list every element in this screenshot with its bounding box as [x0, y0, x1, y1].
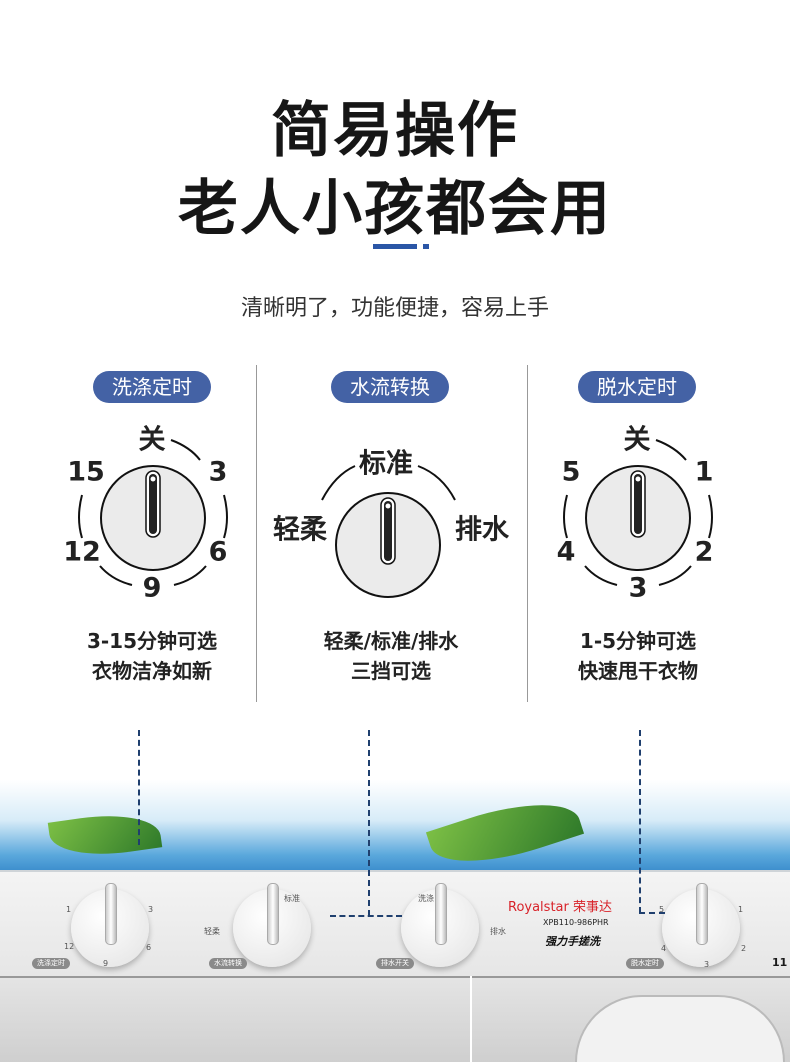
- accent-dot: [423, 244, 429, 249]
- dial-label-5: 5: [561, 456, 581, 488]
- knob-number: 4: [661, 944, 667, 953]
- dial-label-off: 关: [138, 424, 166, 456]
- water-flow-knob: [233, 883, 311, 967]
- dial-label-off: 关: [623, 424, 651, 456]
- wash-timer-knob: [71, 883, 149, 967]
- column-divider: [256, 365, 257, 702]
- model-number: XPB110-986PHR: [543, 918, 609, 927]
- panel-tag-wash-timer: 洗涤定时: [32, 958, 70, 969]
- accent-bar: [373, 244, 417, 249]
- knob-number: 9: [103, 959, 109, 968]
- knob-label: 排水: [490, 927, 506, 936]
- dial-label-12: 12: [63, 536, 101, 568]
- knob-label: 轻柔: [204, 927, 220, 936]
- dial-label-standard: 标准: [359, 448, 413, 480]
- panel-tag-spin-timer: 脱水定时: [626, 958, 664, 969]
- spin-desc-line1: 1-5分钟可选: [579, 629, 697, 653]
- wash-desc-line1: 3-15分钟可选: [86, 629, 218, 653]
- knob-number: 1: [738, 905, 744, 914]
- dial-label-6: 6: [208, 536, 228, 568]
- wash-desc-line2: 衣物洁净如新: [92, 659, 212, 683]
- pointer-line: [368, 730, 370, 916]
- water-flow-dial: [335, 492, 441, 598]
- subtitle: 清晰明了，功能便捷，容易上手: [240, 296, 549, 321]
- spin-desc-line2: 快速甩干衣物: [578, 659, 698, 683]
- dial-label-gentle: 轻柔: [273, 514, 327, 546]
- flow-desc-line1: 轻柔/标准/排水: [323, 629, 459, 653]
- dial-label-3: 3: [208, 456, 228, 488]
- drain-knob: [401, 883, 479, 967]
- dial-label-3: 3: [628, 572, 648, 604]
- dial-label-4: 4: [556, 536, 576, 568]
- knob-number: 3: [704, 960, 710, 969]
- knob-label: 洗涤: [418, 894, 434, 903]
- spin-timer-dial: [585, 465, 691, 571]
- panel-tag-drain: 排水开关: [376, 958, 414, 969]
- knob-number: 5: [659, 905, 665, 914]
- flow-desc-line2: 三挡可选: [351, 659, 431, 683]
- dial-label-2: 2: [694, 536, 714, 568]
- knob-number: 1: [66, 905, 72, 914]
- lid-opening: [575, 995, 785, 1062]
- column-divider: [527, 365, 528, 702]
- title-line2: 老人小孩都会用: [178, 174, 612, 244]
- knob-number: 12: [64, 942, 75, 951]
- pointer-line: [330, 915, 402, 917]
- panel-tag-water-flow: 水流转换: [209, 958, 247, 969]
- machine-lid-left: [0, 976, 470, 1062]
- title-line1: 简易操作: [271, 96, 519, 166]
- knob-label: 标准: [284, 894, 300, 903]
- pointer-line: [639, 912, 665, 914]
- edge-text: 11: [772, 956, 788, 969]
- water-flow-pill: 水流转换: [331, 371, 449, 403]
- wash-timer-dial: [100, 465, 206, 571]
- pointer-line: [138, 730, 140, 845]
- dial-label-1: 1: [694, 456, 714, 488]
- pointer-line: [639, 730, 641, 913]
- dial-label-drain: 排水: [455, 514, 509, 546]
- wash-timer-pill: 洗涤定时: [93, 371, 211, 403]
- dial-label-15: 15: [67, 456, 105, 488]
- dial-label-9: 9: [142, 572, 162, 604]
- spin-timer-pill: 脱水定时: [578, 371, 696, 403]
- spin-timer-knob: [662, 883, 740, 967]
- brand-logo: Royalstar 荣事达: [508, 900, 612, 915]
- knob-number: 2: [741, 944, 747, 953]
- knob-number: 6: [146, 943, 152, 952]
- slogan-logo: 强力手搓洗: [545, 935, 600, 948]
- knob-number: 3: [148, 905, 154, 914]
